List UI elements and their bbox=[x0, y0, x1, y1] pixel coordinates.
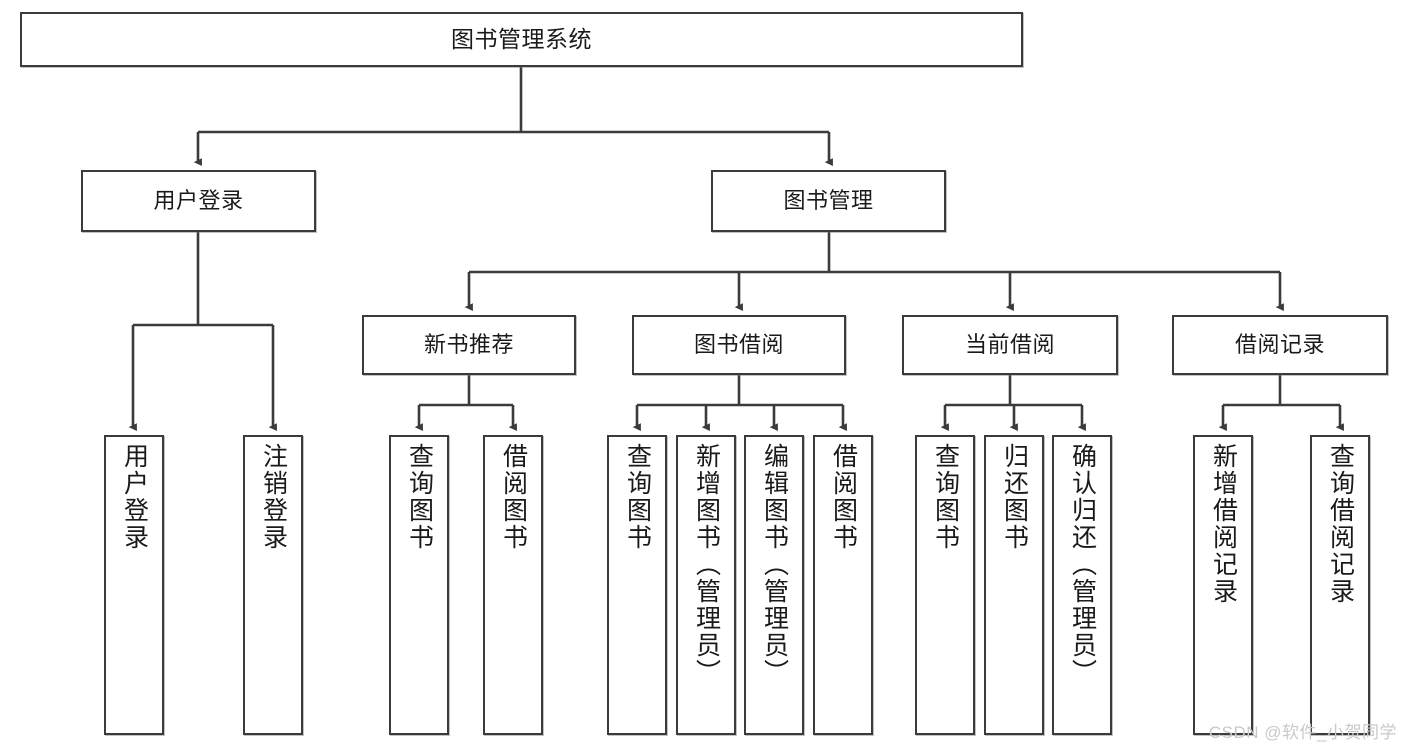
node-label: 确认归还（管理员） bbox=[1068, 443, 1097, 686]
node-label: 查询借阅记录 bbox=[1326, 443, 1355, 605]
node-leaf[interactable]: 注销登录 bbox=[243, 435, 303, 735]
node-label: 图书借阅 bbox=[693, 331, 784, 357]
watermark: CSDN @软件_小贺同学 bbox=[1208, 723, 1397, 742]
node-level3[interactable]: 新书推荐 bbox=[362, 315, 576, 375]
node-label: 借阅记录 bbox=[1234, 331, 1325, 357]
node-leaf[interactable]: 新增借阅记录 bbox=[1193, 435, 1253, 735]
node-leaf[interactable]: 用户登录 bbox=[104, 435, 164, 735]
node-leaf[interactable]: 查询图书 bbox=[915, 435, 975, 735]
node-leaf[interactable]: 归还图书 bbox=[984, 435, 1044, 735]
node-leaf[interactable]: 新增图书（管理员） bbox=[676, 435, 736, 735]
node-label: 查询图书 bbox=[931, 443, 960, 551]
node-label: 用户登录 bbox=[153, 187, 244, 213]
node-label: 查询图书 bbox=[405, 443, 434, 551]
node-label: 图书管理 bbox=[783, 187, 874, 213]
node-level3[interactable]: 借阅记录 bbox=[1172, 315, 1388, 375]
node-leaf[interactable]: 编辑图书（管理员） bbox=[744, 435, 804, 735]
node-level3[interactable]: 图书借阅 bbox=[632, 315, 846, 375]
node-root[interactable]: 图书管理系统 bbox=[20, 12, 1023, 67]
node-label: 当前借阅 bbox=[964, 331, 1055, 357]
node-leaf[interactable]: 查询借阅记录 bbox=[1310, 435, 1370, 735]
node-label: 用户登录 bbox=[120, 443, 149, 551]
node-leaf[interactable]: 借阅图书 bbox=[483, 435, 543, 735]
node-label: 注销登录 bbox=[259, 443, 288, 551]
node-leaf[interactable]: 查询图书 bbox=[389, 435, 449, 735]
node-label: 借阅图书 bbox=[829, 443, 858, 551]
node-level2[interactable]: 图书管理 bbox=[711, 170, 946, 232]
node-label: 编辑图书（管理员） bbox=[760, 443, 789, 686]
node-leaf[interactable]: 借阅图书 bbox=[813, 435, 873, 735]
node-level2[interactable]: 用户登录 bbox=[81, 170, 316, 232]
node-level3[interactable]: 当前借阅 bbox=[902, 315, 1118, 375]
node-label: 借阅图书 bbox=[499, 443, 528, 551]
node-leaf[interactable]: 确认归还（管理员） bbox=[1052, 435, 1112, 735]
node-label: 新书推荐 bbox=[423, 331, 514, 357]
node-label: 图书管理系统 bbox=[451, 25, 592, 52]
node-label: 新增借阅记录 bbox=[1209, 443, 1238, 605]
node-leaf[interactable]: 查询图书 bbox=[607, 435, 667, 735]
node-label: 新增图书（管理员） bbox=[692, 443, 721, 686]
node-label: 归还图书 bbox=[1000, 443, 1029, 551]
node-label: 查询图书 bbox=[623, 443, 652, 551]
